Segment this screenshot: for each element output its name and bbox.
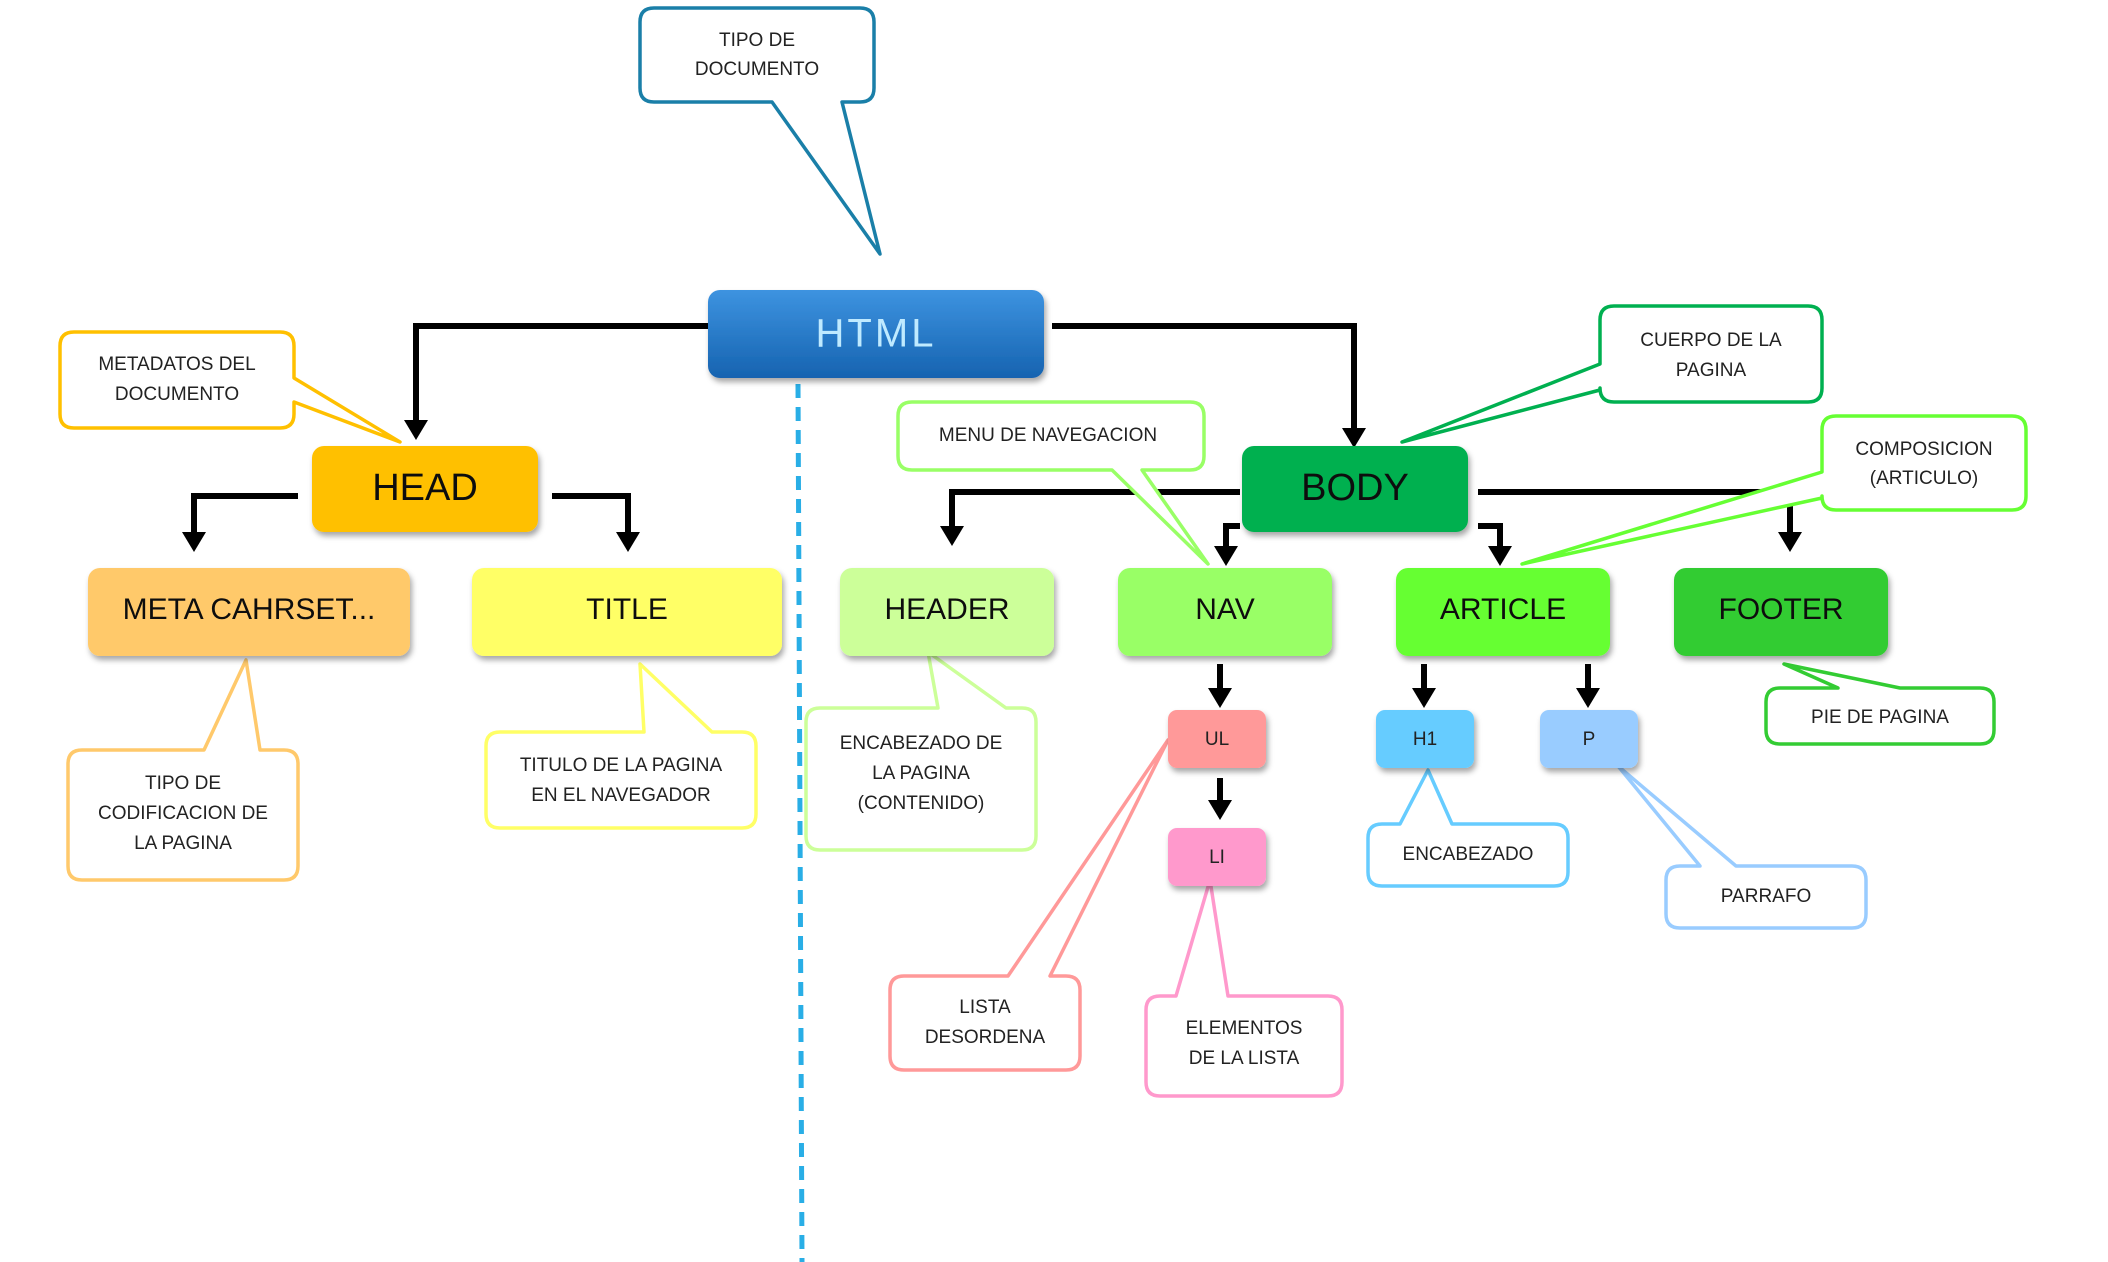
callout-body-line-2: PAGINA <box>1676 360 1747 381</box>
connector-html-head <box>413 323 708 428</box>
callout-header-line-3: (CONTENIDO) <box>858 793 985 814</box>
callout-header-line-2: LA PAGINA <box>872 763 970 784</box>
divider-line <box>795 383 805 1262</box>
arrowhead-meta <box>182 532 206 552</box>
callout-doctype-line-2: DOCUMENTO <box>695 59 819 80</box>
arrowhead-title <box>616 532 640 552</box>
node-meta-label: META CAHRSET... <box>123 593 376 626</box>
callout-h1-line-1: ENCABEZADO <box>1403 844 1534 865</box>
node-footer: FOOTER <box>1674 568 1888 656</box>
callout-li-line-2: DE LA LISTA <box>1189 1048 1300 1069</box>
node-header: HEADER <box>840 568 1054 656</box>
node-p-label: P <box>1583 729 1596 750</box>
arrowhead-li <box>1208 800 1232 820</box>
node-body: BODY <box>1242 446 1468 532</box>
callout-title <box>484 662 758 830</box>
callout-ul-line-2: DESORDENA <box>925 1027 1046 1048</box>
callout-article-line-2: (ARTICULO) <box>1870 468 1978 489</box>
node-title: TITLE <box>472 568 782 656</box>
callout-title-line-2: EN EL NAVEGADOR <box>531 785 711 806</box>
node-header-label: HEADER <box>884 593 1009 626</box>
node-ul: UL <box>1168 710 1266 768</box>
connector-html-body <box>1052 323 1357 434</box>
callout-head-meta-line-1: METADATOS DEL <box>98 354 255 375</box>
node-html: HTML <box>708 290 1044 378</box>
callout-charset <box>66 658 300 882</box>
node-title-label: TITLE <box>586 593 668 626</box>
connector-head-title <box>552 493 631 540</box>
arrowhead-article <box>1488 546 1512 566</box>
callout-header <box>804 650 1038 852</box>
callout-body-line-1: CUERPO DE LA <box>1640 330 1782 351</box>
node-article: ARTICLE <box>1396 568 1610 656</box>
node-footer-label: FOOTER <box>1719 593 1844 626</box>
node-ul-label: UL <box>1205 729 1229 750</box>
arrowhead-head <box>404 420 428 440</box>
callout-ul <box>888 738 1170 1072</box>
callout-body <box>1400 304 1824 444</box>
connector-body-article <box>1478 523 1503 554</box>
callout-nav-line-1: MENU DE NAVEGACION <box>939 425 1157 446</box>
callout-li <box>1144 878 1344 1098</box>
arrowhead-body <box>1342 428 1366 448</box>
callout-p <box>1616 764 1868 930</box>
callout-charset-line-2: CODIFICACION DE <box>98 803 268 824</box>
callout-footer <box>1764 662 1996 746</box>
node-h1-label: H1 <box>1413 729 1437 750</box>
callout-head-meta-line-2: DOCUMENTO <box>115 384 239 405</box>
callout-title-line-1: TITULO DE LA PAGINA <box>520 755 723 776</box>
node-li-label: LI <box>1209 847 1225 868</box>
node-html-label: HTML <box>816 312 937 356</box>
callout-charset-line-3: LA PAGINA <box>134 833 232 854</box>
callout-h1 <box>1366 768 1570 888</box>
callout-nav <box>896 400 1210 566</box>
arrowheads <box>182 420 1802 820</box>
connector-body-nav <box>1223 523 1240 554</box>
arrowhead-header <box>940 526 964 546</box>
node-meta: META CAHRSET... <box>88 568 410 656</box>
connector-head-meta <box>191 493 298 540</box>
callout-texts: TIPO DE DOCUMENTO METADATOS DEL DOCUMENT… <box>98 30 1993 1069</box>
callout-p-line-1: PARRAFO <box>1721 886 1811 907</box>
callouts <box>58 6 2028 1098</box>
node-p: P <box>1540 710 1638 768</box>
nodes: HTML HEAD BODY META CAHRSET... TITLE HEA… <box>88 290 1888 886</box>
node-article-label: ARTICLE <box>1440 593 1566 626</box>
node-head-label: HEAD <box>372 467 478 509</box>
callout-header-line-1: ENCABEZADO DE <box>840 733 1003 754</box>
callout-ul-line-1: LISTA <box>959 997 1011 1018</box>
callout-article-line-1: COMPOSICION <box>1855 439 1992 460</box>
connector-body-header <box>949 489 1240 534</box>
callout-li-line-1: ELEMENTOS <box>1186 1018 1303 1039</box>
arrowhead-p <box>1576 688 1600 708</box>
callout-article <box>1520 414 2028 566</box>
node-head: HEAD <box>312 446 538 532</box>
callout-footer-line-1: PIE DE PAGINA <box>1811 707 1949 728</box>
node-nav: NAV <box>1118 568 1332 656</box>
node-body-label: BODY <box>1301 467 1409 509</box>
node-h1: H1 <box>1376 710 1474 768</box>
callout-doctype-line-1: TIPO DE <box>719 30 795 51</box>
callout-charset-line-1: TIPO DE <box>145 773 221 794</box>
node-nav-label: NAV <box>1195 593 1254 626</box>
callout-doctype <box>638 6 882 256</box>
arrowhead-footer <box>1778 532 1802 552</box>
node-li: LI <box>1168 828 1266 886</box>
arrowhead-ul <box>1208 688 1232 708</box>
callout-head-meta <box>58 330 402 444</box>
arrowhead-h1 <box>1412 688 1436 708</box>
arrowhead-nav <box>1214 546 1238 566</box>
